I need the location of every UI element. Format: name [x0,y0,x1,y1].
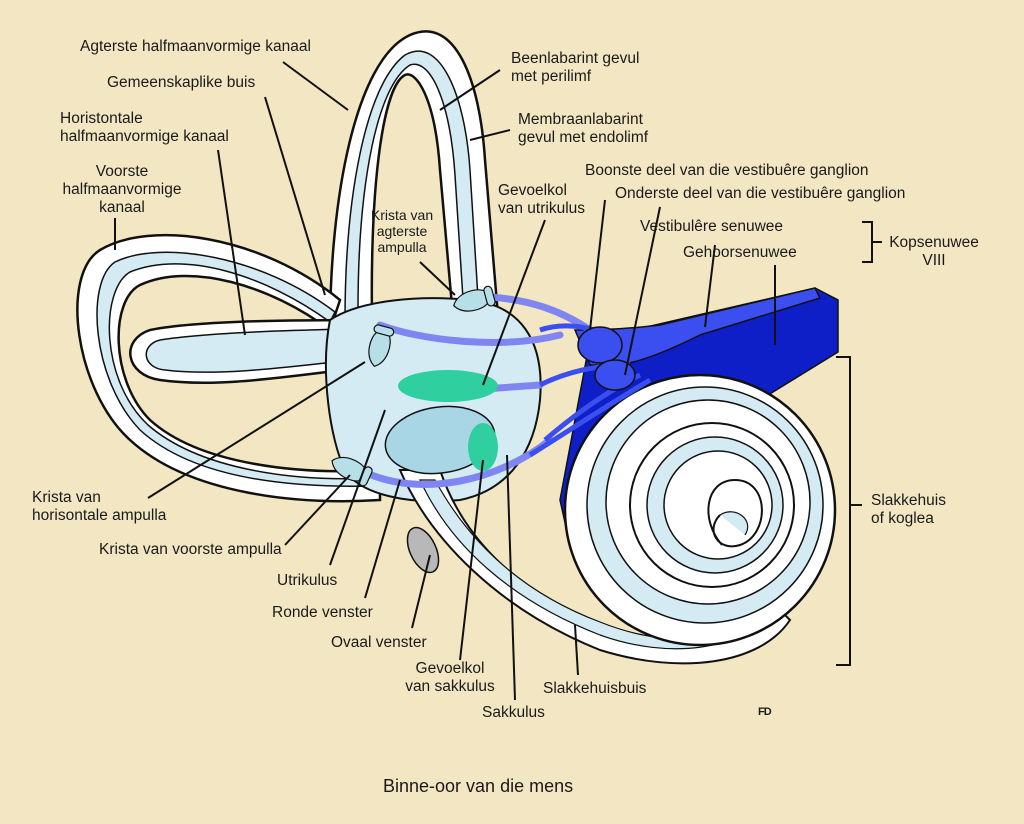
label-cochlear-nerve: Gehoorsenuwee [683,244,797,261]
diagram-title: Binne-oor van die mens [383,776,574,796]
nerve-bracket [862,221,882,263]
label-inferior-ganglion: Onderste deel van die vestibuêre ganglio… [615,185,906,202]
macula-sacculi [468,423,498,471]
artist-signature: FD [758,706,772,718]
oval-window [406,526,440,574]
label-cochlear-duct: Slakkehuisbuis [543,680,647,697]
superior-vestibular-ganglion [577,326,623,364]
crista-horizontal [368,324,395,367]
inferior-vestibular-ganglion [594,359,636,391]
label-superior-ganglion: Boonste deel van die vestibuêre ganglion [585,162,869,179]
cochlea-bracket [836,356,862,666]
label-vestibular-nerve: Vestibulêre senuwee [640,218,784,235]
label-saccule: Sakkulus [482,704,545,721]
label-common-crus: Gemeenskaplike buis [107,74,256,91]
label-utricle: Utrikulus [277,572,338,589]
macula-utriculi [398,370,498,402]
label-posterior-canal: Agterste halfmaanvormige kanaal [80,38,311,55]
leader-lines [114,61,776,701]
label-oval-window: Ovaal venster [331,634,427,651]
cochlea [563,373,837,647]
label-round-window: Ronde venster [272,604,373,621]
crista-posterior [453,285,496,312]
label-crista-anterior: Krista van voorste ampulla [99,541,282,558]
